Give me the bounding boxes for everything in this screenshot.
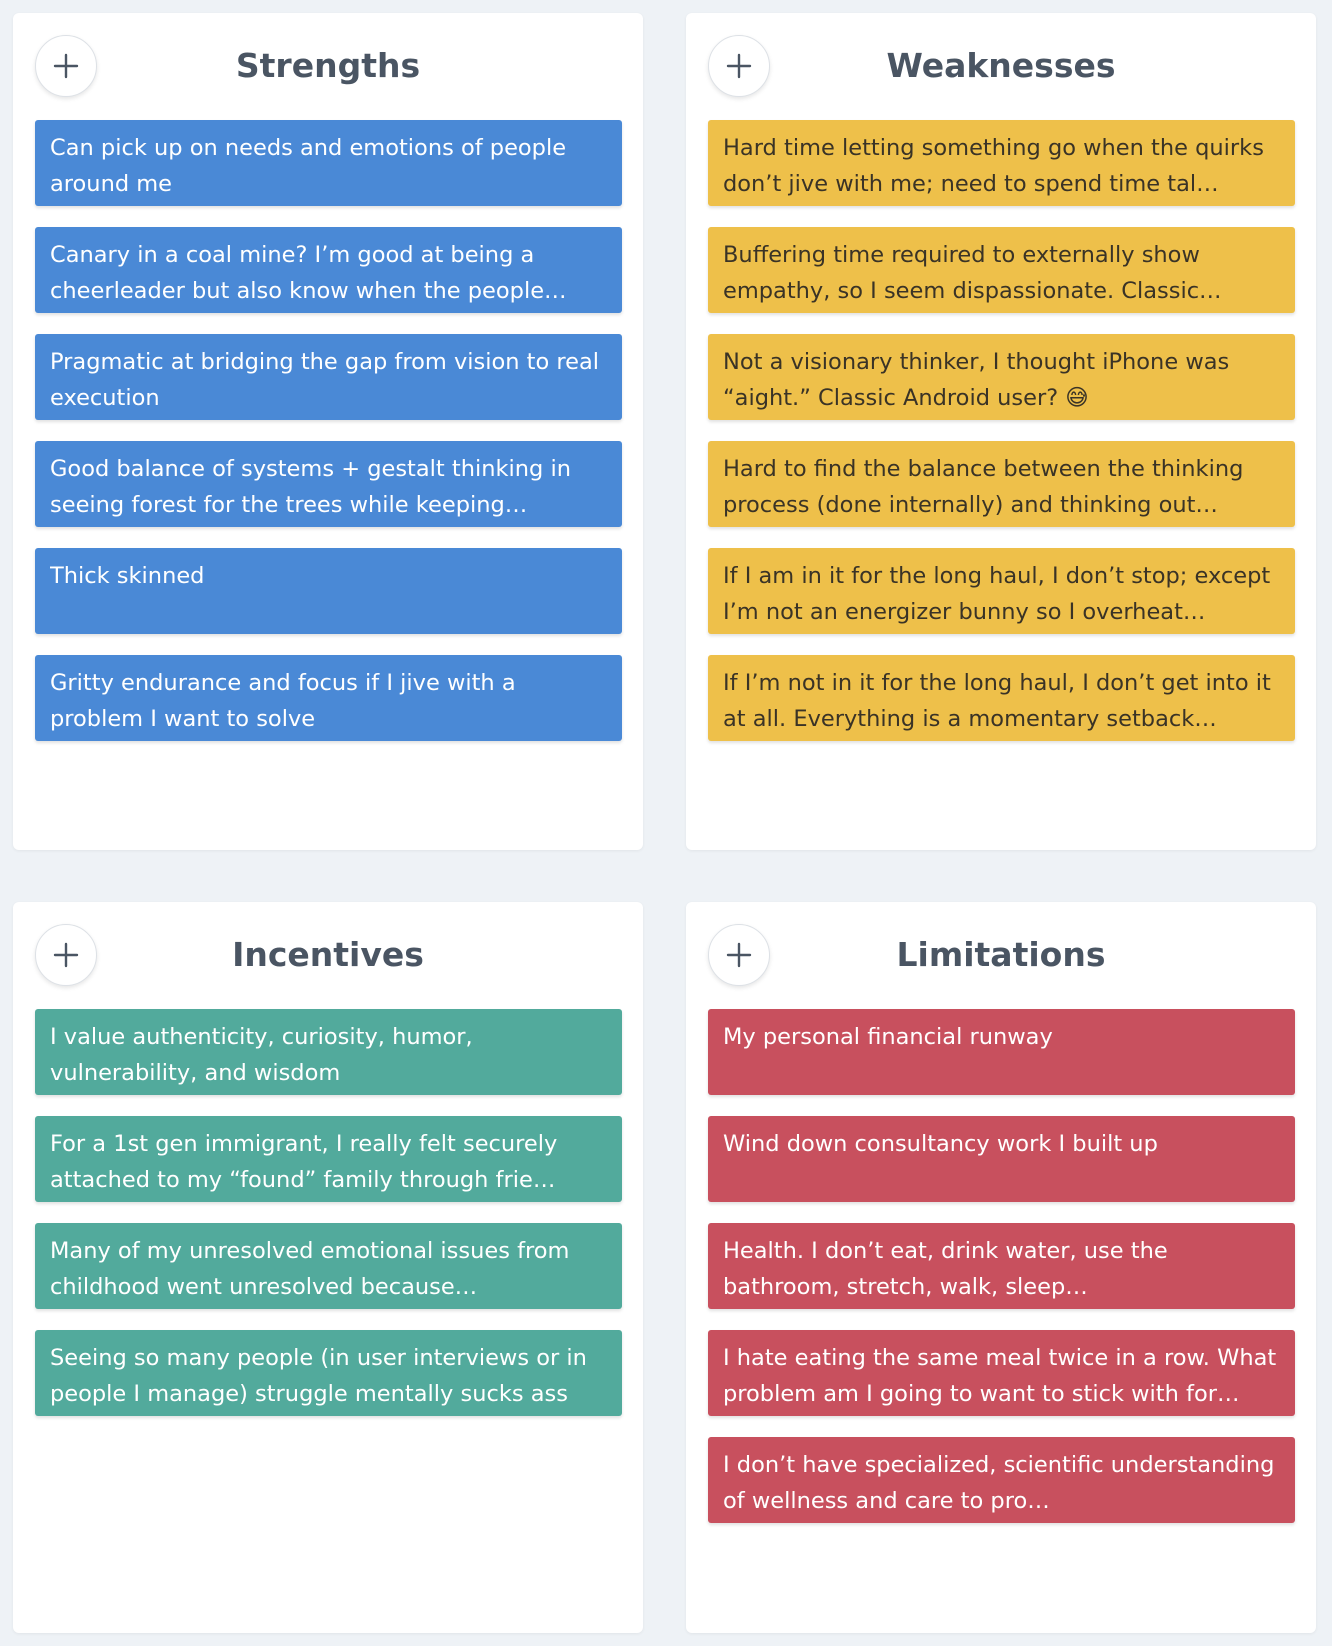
add-card-button[interactable] — [35, 924, 97, 986]
board-title: Limitations — [896, 935, 1106, 974]
board-strengths: Strengths Can pick up on needs and emoti… — [13, 13, 643, 850]
card-text: Hard to find the balance between the thi… — [723, 456, 1244, 518]
plus-icon — [53, 53, 79, 79]
card-text: Gritty endurance and focus if I jive wit… — [50, 670, 516, 732]
card-text: I don’t have specialized, scientific und… — [723, 1452, 1275, 1514]
board-title: Strengths — [235, 46, 421, 85]
add-card-button[interactable] — [708, 35, 770, 97]
card[interactable]: I hate eating the same meal twice in a r… — [708, 1330, 1295, 1416]
card-text: Many of my unresolved emotional issues f… — [50, 1238, 570, 1300]
card[interactable]: Thick skinned — [35, 548, 622, 634]
card-text: Pragmatic at bridging the gap from visio… — [50, 349, 600, 411]
card-text: If I am in it for the long haul, I don’t… — [723, 563, 1271, 625]
card[interactable]: Many of my unresolved emotional issues f… — [35, 1223, 622, 1309]
card[interactable]: I value authenticity, curiosity, humor, … — [35, 1009, 622, 1095]
card-text: For a 1st gen immigrant, I really felt s… — [50, 1131, 558, 1193]
card[interactable]: Hard to find the balance between the thi… — [708, 441, 1295, 527]
card[interactable]: Wind down consultancy work I built up — [708, 1116, 1295, 1202]
board-title: Weaknesses — [886, 46, 1116, 85]
card[interactable]: If I am in it for the long haul, I don’t… — [708, 548, 1295, 634]
plus-icon — [726, 942, 752, 968]
card-text: Good balance of systems + gestalt thinki… — [50, 456, 571, 518]
card-text: Can pick up on needs and emotions of peo… — [50, 135, 567, 197]
board-limitations: Limitations My personal financial runway… — [686, 902, 1316, 1633]
card-text: My personal financial runway — [723, 1024, 1053, 1050]
card[interactable]: My personal financial runway — [708, 1009, 1295, 1095]
card[interactable]: If I’m not in it for the long haul, I do… — [708, 655, 1295, 741]
card-text: Health. I don’t eat, drink water, use th… — [723, 1238, 1168, 1300]
card-text: I value authenticity, curiosity, humor, … — [50, 1024, 473, 1086]
card[interactable]: Pragmatic at bridging the gap from visio… — [35, 334, 622, 420]
board-title: Incentives — [232, 935, 424, 974]
add-card-button[interactable] — [35, 35, 97, 97]
card-text: Seeing so many people (in user interview… — [50, 1345, 587, 1407]
card[interactable]: Hard time letting something go when the … — [708, 120, 1295, 206]
card[interactable]: Not a visionary thinker, I thought iPhon… — [708, 334, 1295, 420]
board-incentives: Incentives I value authenticity, curiosi… — [13, 902, 643, 1633]
add-card-button[interactable] — [708, 924, 770, 986]
card[interactable]: Can pick up on needs and emotions of peo… — [35, 120, 622, 206]
card[interactable]: For a 1st gen immigrant, I really felt s… — [35, 1116, 622, 1202]
card-text: Not a visionary thinker, I thought iPhon… — [723, 349, 1230, 411]
card[interactable]: Gritty endurance and focus if I jive wit… — [35, 655, 622, 741]
card-list: Can pick up on needs and emotions of peo… — [35, 120, 622, 762]
card[interactable]: Good balance of systems + gestalt thinki… — [35, 441, 622, 527]
card-text: If I’m not in it for the long haul, I do… — [723, 670, 1271, 732]
card-text: Canary in a coal mine? I’m good at being… — [50, 242, 567, 304]
card[interactable]: I don’t have specialized, scientific und… — [708, 1437, 1295, 1523]
card[interactable]: Health. I don’t eat, drink water, use th… — [708, 1223, 1295, 1309]
card-list: I value authenticity, curiosity, humor, … — [35, 1009, 622, 1437]
board-weaknesses: Weaknesses Hard time letting something g… — [686, 13, 1316, 850]
card[interactable]: Seeing so many people (in user interview… — [35, 1330, 622, 1416]
plus-icon — [726, 53, 752, 79]
plus-icon — [53, 942, 79, 968]
card-text: Hard time letting something go when the … — [723, 135, 1264, 197]
card[interactable]: Buffering time required to externally sh… — [708, 227, 1295, 313]
card-list: Hard time letting something go when the … — [708, 120, 1295, 762]
card-text: Wind down consultancy work I built up — [723, 1131, 1158, 1157]
card-text: I hate eating the same meal twice in a r… — [723, 1345, 1277, 1407]
card[interactable]: Canary in a coal mine? I’m good at being… — [35, 227, 622, 313]
card-text: Thick skinned — [50, 563, 205, 589]
card-text: Buffering time required to externally sh… — [723, 242, 1222, 304]
